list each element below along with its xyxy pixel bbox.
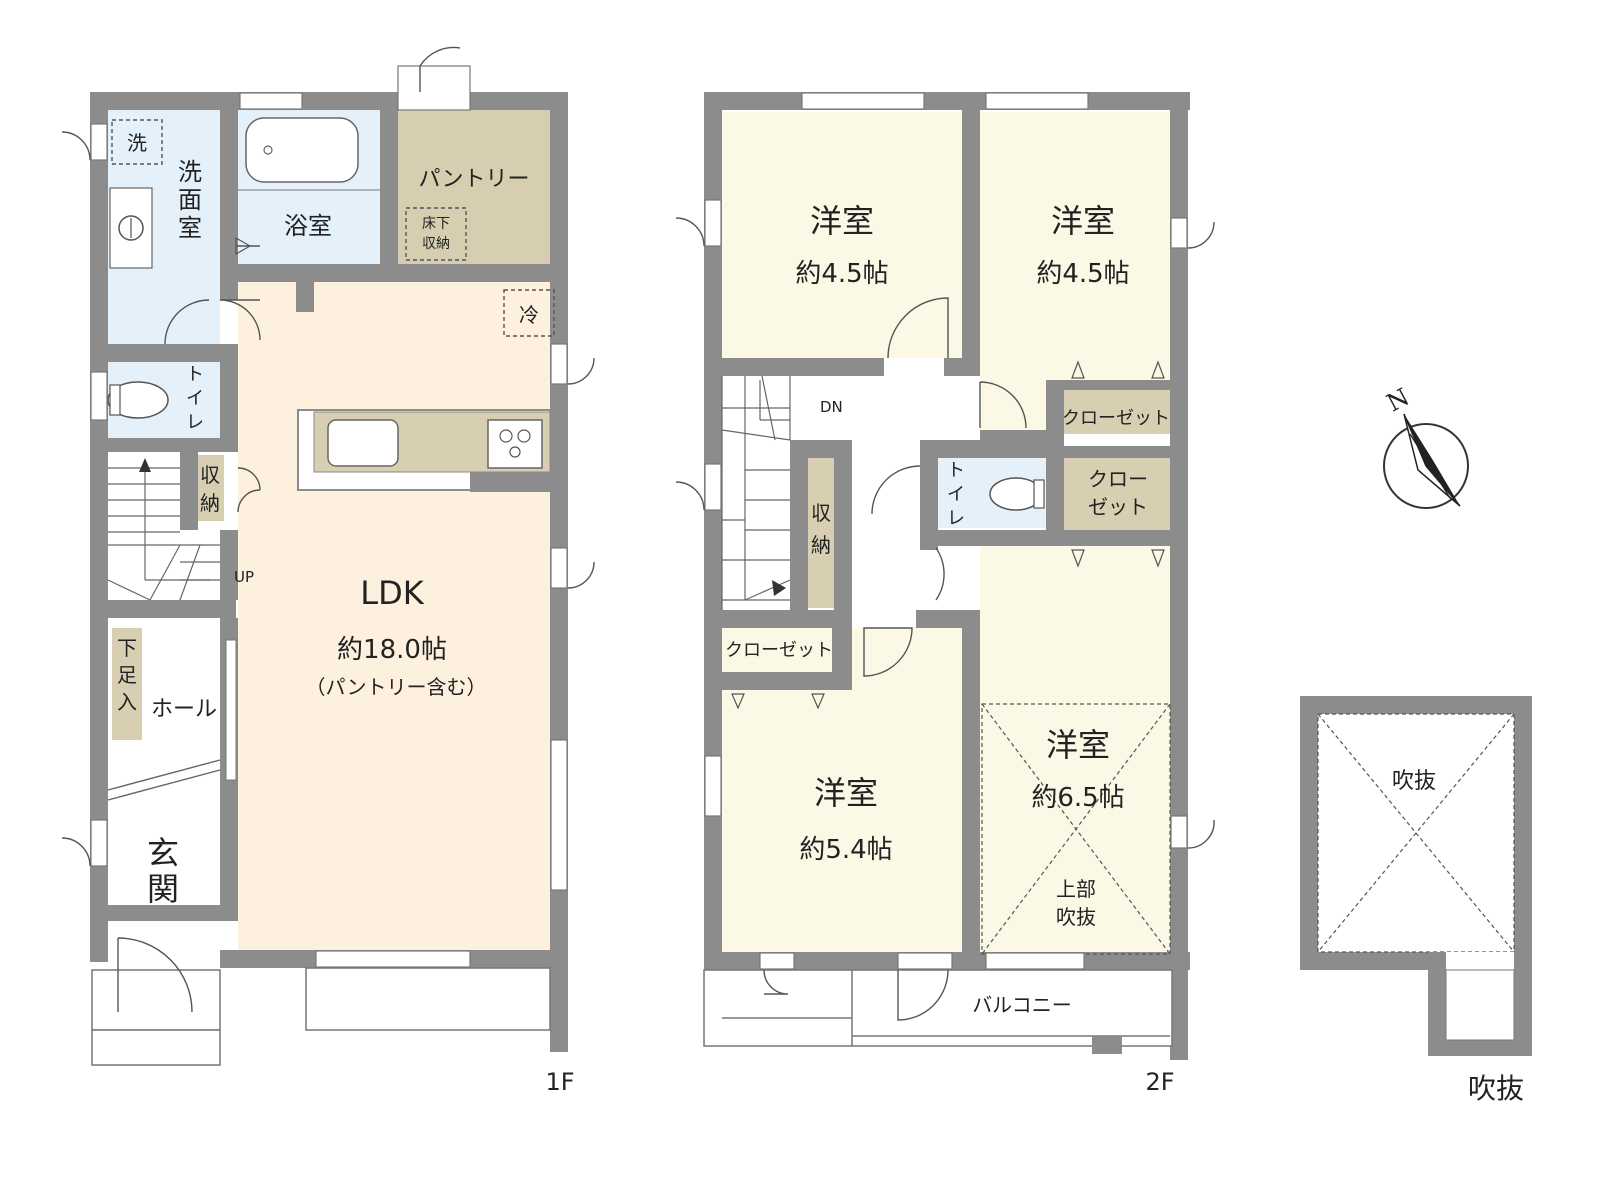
bedroom4-size: 約6.5帖: [1031, 783, 1124, 813]
bedroom2-size: 約4.5帖: [1036, 259, 1129, 289]
bedroom1-fill: [722, 112, 962, 358]
compass: N: [1382, 383, 1469, 509]
pantry-label: パントリー: [418, 167, 529, 192]
ldk-name: LDK: [360, 574, 424, 612]
closet-left-label: クローゼット: [725, 640, 833, 661]
storage2-label-1: 収: [811, 501, 831, 525]
bedroom4-name: 洋室: [1046, 726, 1110, 764]
toilet-label-2: イ: [186, 388, 204, 409]
shoe-fill: [112, 628, 142, 740]
shoe-label-3: 入: [117, 690, 137, 714]
storage-label-1: 収: [200, 463, 220, 487]
shoe-label-1: 下: [117, 636, 137, 660]
balcony-label: バルコニー: [972, 993, 1072, 1017]
wash-marker: 洗: [127, 131, 147, 155]
bedroom3-size: 約5.4帖: [799, 835, 892, 865]
pantry-fill: [398, 110, 550, 264]
ldk-note: （パントリー含む）: [306, 675, 487, 699]
compass-north-label: N: [1382, 383, 1414, 418]
toilet2-label-3: レ: [947, 508, 965, 529]
bedroom1-size: 約4.5帖: [795, 259, 888, 289]
closet-mid-label-2: ゼット: [1088, 495, 1148, 519]
void-inner-label: 吹抜: [1392, 769, 1436, 794]
entrance-label-2: 関: [147, 870, 179, 908]
bedroom3-name: 洋室: [814, 774, 878, 812]
void-caption: 吹抜: [1468, 1072, 1524, 1105]
floor-2-caption: 2F: [1145, 1068, 1174, 1096]
storage2-fill: [808, 458, 834, 608]
floor-1: [61, 46, 595, 1066]
toilet-label-3: レ: [186, 412, 204, 433]
toilet2-label-2: イ: [947, 484, 965, 505]
compass-needle-icon: [1404, 414, 1460, 506]
closet-mid-fill: [1064, 458, 1170, 542]
bedroom4-fill: [980, 544, 1170, 954]
toilet-label-1: ト: [186, 364, 204, 385]
storage2-label-2: 納: [811, 533, 831, 557]
bedroom2-name: 洋室: [1051, 202, 1115, 240]
underfloor-label-2: 収納: [422, 236, 450, 252]
washroom-label-1: 洗: [178, 158, 202, 186]
entrance-label-1: 玄: [147, 834, 179, 872]
floor-1-caption: 1F: [545, 1068, 574, 1096]
storage-label-2: 納: [200, 491, 220, 515]
ldk-size: 約18.0帖: [337, 635, 447, 665]
underfloor-label-1: 床下: [422, 216, 450, 232]
toilet2-label-1: ト: [947, 460, 965, 481]
closet-mid-label-1: クロー: [1088, 467, 1148, 491]
up-label: UP: [234, 568, 254, 586]
down-label: DN: [820, 398, 843, 416]
bedroom1-name: 洋室: [810, 202, 874, 240]
fridge-label: 冷: [519, 303, 539, 327]
washroom-label-3: 室: [178, 214, 202, 242]
void-plan: 吹抜 吹抜: [1300, 696, 1532, 1105]
void-above-label-1: 上部: [1056, 877, 1096, 901]
bedroom2-fill: [980, 112, 1170, 430]
ldk-fill: [238, 282, 550, 952]
closet-top-fill: [1064, 384, 1170, 434]
hall-label: ホール: [151, 697, 217, 722]
floor-2-labels: 洋室 約4.5帖 洋室 約4.5帖 クローゼット DN ト イ レ クロー ゼッ…: [725, 202, 1175, 1096]
closet-top-label: クローゼット: [1062, 408, 1170, 429]
void-above-label-2: 吹抜: [1056, 905, 1096, 929]
floor-1-labels: 洗 洗 面 室 浴室 パントリー 床下 収納 冷 ト イ レ 収 納 UP LD…: [117, 131, 575, 1096]
washroom-label-2: 面: [178, 186, 202, 214]
bath-label: 浴室: [284, 212, 332, 240]
storage-fill: [197, 455, 224, 521]
shoe-label-2: 足: [117, 663, 137, 687]
floor-2: [675, 92, 1215, 1060]
